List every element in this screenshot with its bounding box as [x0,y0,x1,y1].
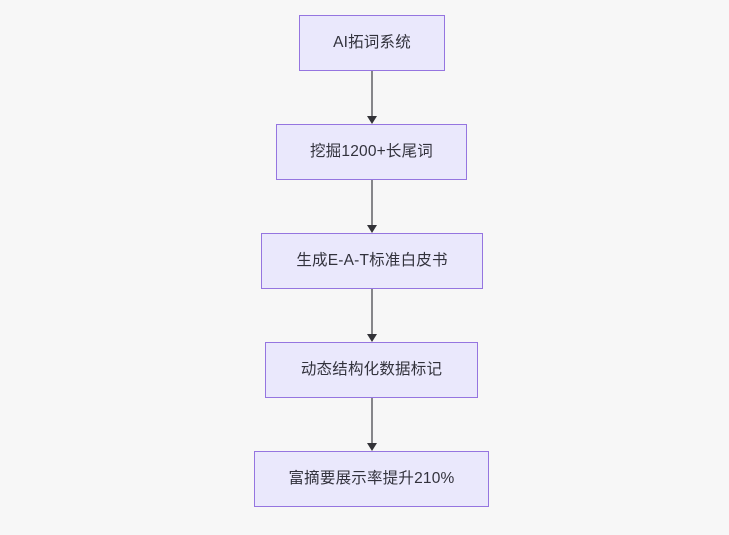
flow-node-5[interactable]: 富摘要展示率提升210% [254,451,489,507]
arrowhead-icon [367,116,377,124]
flow-node-4-label: 动态结构化数据标记 [300,361,443,379]
flow-node-1-label: AI拓词系统 [333,34,411,52]
flow-connector-4-5 [365,398,379,451]
flow-node-5-label: 富摘要展示率提升210% [288,470,455,488]
flow-node-1[interactable]: AI拓词系统 [299,15,445,71]
arrowhead-icon [367,225,377,233]
flow-node-3[interactable]: 生成E-A-T标准白皮书 [261,233,483,289]
connector-line [371,289,373,335]
flow-connector-1-2 [365,71,379,124]
arrowhead-icon [367,334,377,342]
connector-line [371,180,373,226]
connector-line [371,398,373,444]
flow-node-3-label: 生成E-A-T标准白皮书 [296,252,448,270]
flow-node-4[interactable]: 动态结构化数据标记 [265,342,478,398]
connector-line [371,71,373,117]
arrowhead-icon [367,443,377,451]
flow-node-2[interactable]: 挖掘1200+长尾词 [276,124,467,180]
flow-connector-2-3 [365,180,379,233]
flow-node-2-label: 挖掘1200+长尾词 [309,143,434,161]
flow-connector-3-4 [365,289,379,342]
